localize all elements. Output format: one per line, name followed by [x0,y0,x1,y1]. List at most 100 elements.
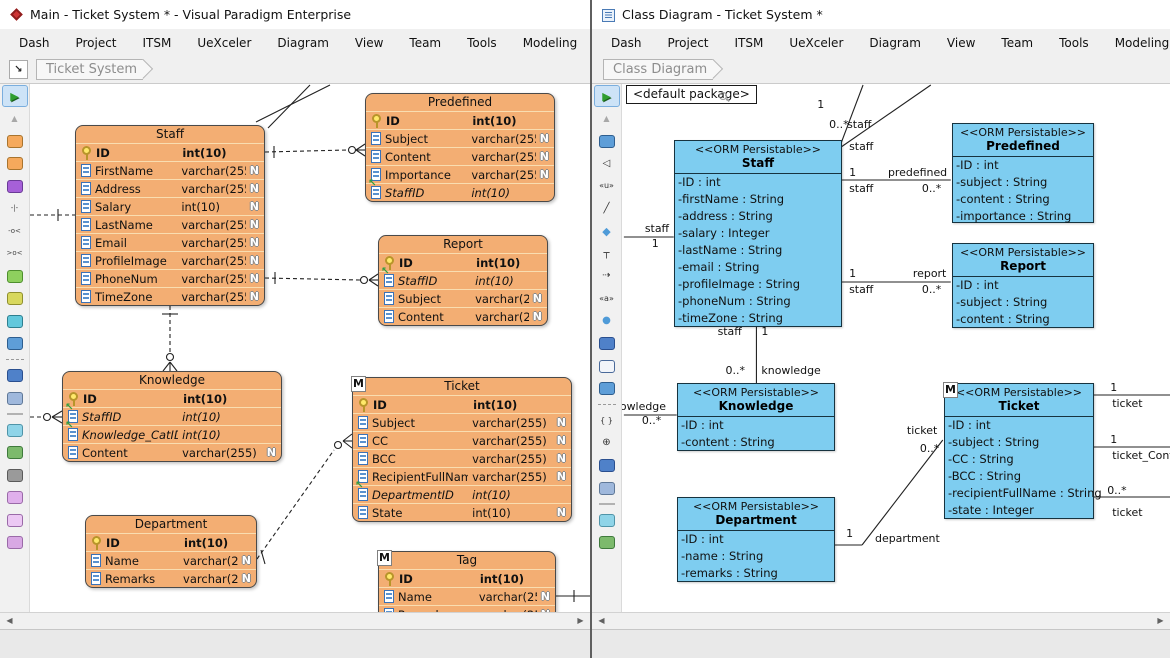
horizontal-scrollbar[interactable]: ◀ ▶ [592,612,1170,629]
entity-column-row[interactable]: Subject varchar(255) N [353,413,571,431]
entity-column-row[interactable]: PhoneNum varchar(255) N [76,269,264,287]
grid-tool-icon[interactable] [3,289,27,309]
aggregation-tool-icon[interactable]: ◆ [595,221,619,241]
entity-column-row[interactable]: LastName varchar(255) N [76,215,264,233]
one-to-one-relationship-tool-icon[interactable]: -|- [3,199,27,219]
menu-item[interactable]: View [946,35,976,50]
menu-item[interactable]: Dash [19,35,50,50]
entity-column-row[interactable]: Address varchar(255) N [76,179,264,197]
strong-entity-tool-icon[interactable] [3,154,27,174]
scroll-up-icon[interactable]: ▲ [3,109,27,129]
menu-item[interactable]: Diagram [277,35,329,50]
scroll-right-button[interactable]: ▶ [1157,616,1164,625]
entity-column-row[interactable]: Remarks varchar(255) N [86,569,256,587]
model-tool-icon[interactable] [595,356,619,376]
entity-column-row[interactable]: Email varchar(255) N [76,233,264,251]
entity-tag[interactable]: M Tag ID int(10) Name var [377,550,556,624]
folder-tool-icon[interactable] [3,366,27,386]
overview-tool-icon[interactable] [3,388,27,408]
cursor-tool-button[interactable]: ▶ [1,85,28,107]
class-predefined[interactable]: <<ORM Persistable>> Predefined -ID : int… [952,123,1094,223]
entity-staff[interactable]: Staff ID int(10) FirstName varchar( [75,125,265,306]
containment-tool-icon[interactable]: ┬ [595,244,619,264]
menu-item[interactable]: UeXceler [789,35,844,50]
entity-column-row[interactable]: State int(10) N [353,503,571,521]
entity-column-row[interactable]: TimeZone varchar(255) N [76,287,264,305]
entity-column-row[interactable]: StaffID int(10) [63,402,281,425]
entity-column-row[interactable]: BCC varchar(255) N [353,449,571,467]
breadcrumb-tab[interactable]: Ticket System [36,59,144,80]
view-tool-icon[interactable] [3,176,27,196]
entity-column-row[interactable]: ID int(10) [379,569,555,587]
cursor-tool-button[interactable]: ▶ [593,85,620,107]
camera-tool-icon[interactable] [3,465,27,485]
menu-item[interactable]: UeXceler [197,35,252,50]
dock-arrow-icon[interactable]: ↘ [9,60,28,79]
image-tool-icon[interactable] [3,443,27,463]
entity-column-row[interactable]: Subject varchar(255) N [366,129,554,147]
entity-report[interactable]: Report ID int(10) StaffID int(10) [378,235,548,326]
class-staff[interactable]: <<ORM Persistable>> Staff -ID : int-firs… [674,140,842,327]
rounded-rectangle-tool-icon[interactable] [3,510,27,530]
entity-column-row[interactable]: ID int(10) [379,253,547,271]
image-tool-icon[interactable] [595,533,619,553]
entity-column-row[interactable]: Importance varchar(255) N [366,165,554,183]
entity-predefined[interactable]: Predefined ID int(10) Subject varch [365,93,555,202]
entity-tool-icon[interactable] [3,131,27,151]
package-tool-icon[interactable] [595,334,619,354]
breadcrumb-tab[interactable]: Class Diagram [603,59,714,80]
entity-knowledge[interactable]: Knowledge ID int(10) StaffID int(10 [62,371,282,462]
entity-column-row[interactable]: Content varchar(255) N [366,147,554,165]
entity-column-row[interactable]: ID int(10) [366,111,554,129]
entity-column-row[interactable]: ID int(10) [76,143,264,161]
class-ticket[interactable]: M <<ORM Persistable>> Ticket -ID : int-s… [943,382,1102,519]
generalization-tool-icon[interactable]: ◁ [595,154,619,174]
class-department[interactable]: <<ORM Persistable>> Department -ID : int… [677,497,835,582]
entity-column-row[interactable]: Salary int(10) N [76,197,264,215]
entity-ticket[interactable]: M Ticket ID int(10) Subject [351,376,572,522]
menu-item[interactable]: ITSM [734,35,764,50]
menu-item[interactable]: View [354,35,384,50]
search-icon[interactable] [719,92,729,102]
entity-column-row[interactable]: ID int(10) [353,395,571,413]
entity-column-row[interactable]: RecipientFullName varchar(255) N [353,467,571,485]
entity-column-row[interactable]: Knowledge_CatID int(10) [63,420,281,443]
menu-item[interactable]: Project [667,35,709,50]
menu-item[interactable]: Modeling [522,35,578,50]
provided-interface-tool-icon[interactable]: ⊕ [595,433,619,453]
menu-item[interactable]: Project [75,35,117,50]
association-tool-icon[interactable]: ╱ [595,199,619,219]
scroll-right-button[interactable]: ▶ [577,616,584,625]
class-tool-icon[interactable] [595,131,619,151]
table-tool-icon[interactable] [3,266,27,286]
overview-tool-icon[interactable] [595,478,619,498]
n-ary-association-tool-icon[interactable]: ● [595,311,619,331]
one-to-many-relationship-tool-icon[interactable]: -o< [3,221,27,241]
menu-item[interactable]: ITSM [142,35,172,50]
entity-column-row[interactable]: Name varchar(255) N [86,551,256,569]
folder-tool-icon[interactable] [595,456,619,476]
usage-tool-icon[interactable]: «u» [595,176,619,196]
rectangle-tool-icon[interactable] [595,510,619,530]
menu-item[interactable]: Team [1001,35,1034,50]
abstraction-tool-icon[interactable]: «a» [595,289,619,309]
menu-item[interactable]: Tools [1059,35,1089,50]
menu-item[interactable]: Modeling [1114,35,1170,50]
default-package-box[interactable]: <default package> [626,85,757,104]
many-to-many-relationship-tool-icon[interactable]: >o< [3,244,27,264]
entity-column-row[interactable]: StaffID int(10) [366,178,554,201]
constraint-tool-icon[interactable]: { } [595,411,619,431]
entity-column-row[interactable]: ID int(10) [86,533,256,551]
entity-column-row[interactable]: DepartmentID int(10) [353,480,571,503]
scroll-left-button[interactable]: ◀ [6,616,13,625]
dependency-tool-icon[interactable]: ⇢ [595,266,619,286]
entity-department[interactable]: Department ID int(10) Name varchar( [85,515,257,588]
menu-item[interactable]: Dash [611,35,642,50]
entity-column-row[interactable]: Name varchar(255) N [379,587,555,605]
entity-column-row[interactable]: FirstName varchar(255) N [76,161,264,179]
entity-column-row[interactable]: ID int(10) [63,389,281,407]
menu-item[interactable]: Tools [467,35,497,50]
entity-column-row[interactable]: Content varchar(255) N [379,307,547,325]
oval-tool-icon[interactable] [3,533,27,553]
class-knowledge[interactable]: <<ORM Persistable>> Knowledge -ID : int-… [677,383,835,451]
